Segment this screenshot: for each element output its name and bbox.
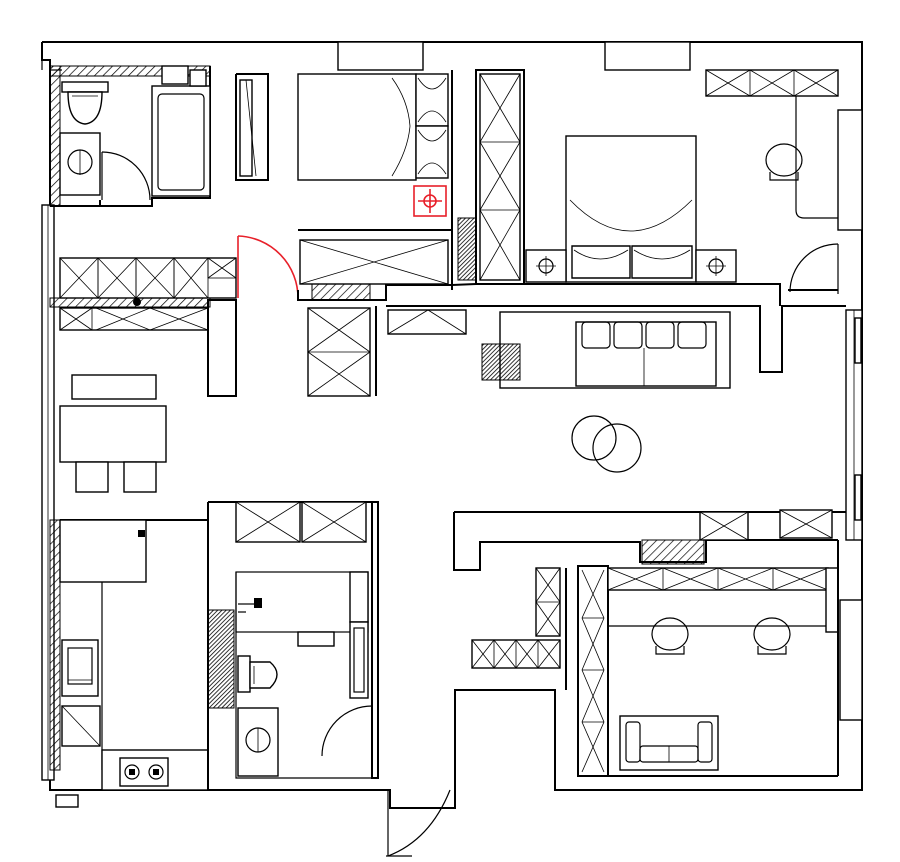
chair-icon xyxy=(753,617,791,655)
master-bedroom xyxy=(457,69,839,294)
bed-icon xyxy=(565,135,697,283)
dining-area xyxy=(59,374,167,493)
study-room xyxy=(453,509,846,777)
window-right-study xyxy=(839,599,863,721)
kitchen xyxy=(49,502,209,791)
living-room xyxy=(481,311,731,473)
bedroom-2 xyxy=(235,70,453,301)
bathtub-icon xyxy=(151,85,211,197)
exterior-walls xyxy=(41,41,863,809)
nightstand-left xyxy=(525,249,567,283)
nightstand-right xyxy=(695,249,737,283)
window-right-master xyxy=(837,109,863,231)
bed-icon xyxy=(297,73,417,181)
hall-walls xyxy=(297,283,846,397)
shower-icon xyxy=(235,571,369,633)
chair-icon xyxy=(75,461,109,493)
bathroom-top-left xyxy=(49,65,211,207)
sofa-icon xyxy=(499,311,731,389)
corridor-cabinets xyxy=(49,257,237,397)
bathroom-middle xyxy=(207,501,379,779)
bathroom-door xyxy=(321,705,373,757)
table-icon xyxy=(59,405,167,463)
pillows xyxy=(415,73,449,179)
window-top-master xyxy=(604,41,691,71)
sink-icon xyxy=(59,132,101,196)
window-top-bedroom2 xyxy=(337,41,424,71)
bedroom-door-highlight xyxy=(237,235,299,299)
sink-icon xyxy=(237,707,279,777)
entrance-door xyxy=(386,789,451,857)
stove-icon xyxy=(119,757,169,787)
master-top-cabinets xyxy=(705,69,839,97)
chair-icon xyxy=(123,461,157,493)
toilet-icon xyxy=(237,655,278,693)
coffee-table-icon xyxy=(571,415,642,473)
master-door xyxy=(789,243,839,294)
bathroom-door xyxy=(101,151,151,201)
toilet-icon xyxy=(61,81,109,125)
sofa-icon xyxy=(619,715,719,771)
chair-icon xyxy=(651,617,689,655)
lamp-icon xyxy=(413,185,447,217)
wardrobe-bedroom2 xyxy=(299,239,449,285)
chair-icon xyxy=(765,143,803,181)
